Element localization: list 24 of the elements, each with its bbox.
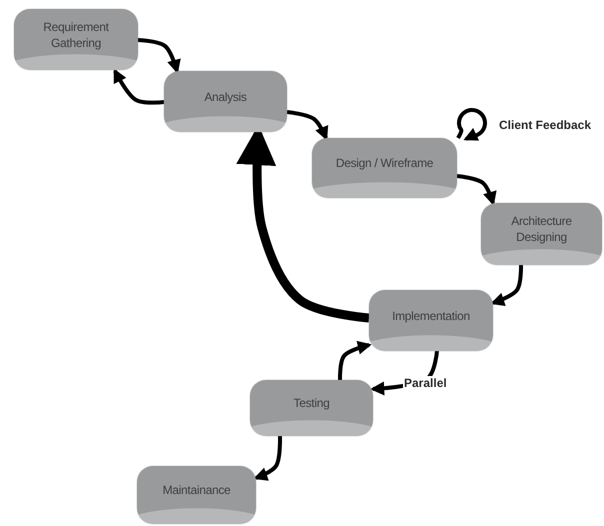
step-label: Analysis <box>203 90 248 106</box>
step-label: Requirement Gathering <box>42 20 110 52</box>
step-label: Implementation <box>391 308 471 325</box>
step-label: Architecture Designing <box>510 214 573 246</box>
step-label: Maintainance <box>162 483 232 500</box>
process-box <box>137 466 256 524</box>
arrow <box>286 110 328 141</box>
step-label: Design / Wireframe <box>334 156 434 172</box>
process-box <box>369 290 493 351</box>
process-box <box>250 380 373 436</box>
process-box <box>481 203 602 265</box>
process-box <box>14 9 138 70</box>
arrow <box>338 340 372 380</box>
arrow <box>456 108 487 141</box>
step-label: Testing <box>292 396 330 412</box>
arrow <box>253 436 282 481</box>
process-box <box>312 138 457 198</box>
arrow <box>456 174 497 206</box>
arrow <box>138 38 181 74</box>
edge-label: Parallel <box>403 376 448 390</box>
process-box <box>164 71 287 132</box>
edge-label: Client Feedback <box>498 118 592 132</box>
arrow <box>113 68 164 105</box>
arrow <box>490 264 524 306</box>
